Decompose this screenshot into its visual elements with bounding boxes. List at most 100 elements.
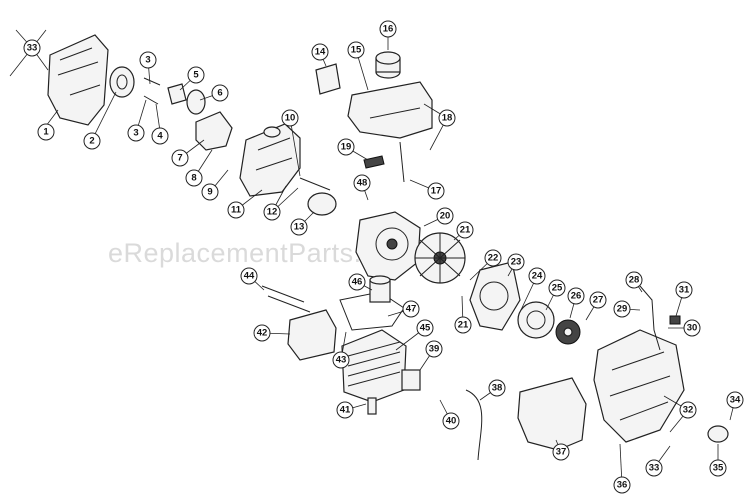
callout-32: 32	[679, 401, 697, 419]
callout-3a-label: 3	[145, 55, 150, 66]
callout-10: 10	[281, 109, 299, 127]
callout-8: 8	[185, 169, 203, 187]
part-fuel-line	[399, 141, 405, 183]
part-engine-shroud	[593, 329, 685, 443]
callout-33b-label: 33	[649, 463, 660, 474]
callout-38: 38	[488, 379, 506, 397]
callout-1: 1	[37, 123, 55, 141]
callout-35-label: 35	[713, 463, 724, 474]
callout-34: 34	[726, 391, 744, 409]
callout-17: 17	[427, 182, 445, 200]
callout-22: 22	[484, 249, 502, 267]
callout-45: 45	[416, 319, 434, 337]
part-cylinder	[341, 329, 407, 403]
callout-21b-label: 21	[458, 320, 469, 331]
callout-14-label: 14	[315, 47, 326, 58]
callout-33a: 33	[23, 39, 41, 57]
callout-22-label: 22	[488, 253, 499, 264]
callout-12: 12	[263, 203, 281, 221]
callout-6: 6	[211, 84, 229, 102]
callout-45-label: 45	[420, 323, 431, 334]
part-housing-cover	[47, 34, 109, 126]
callout-26-label: 26	[571, 291, 582, 302]
callout-26: 26	[567, 287, 585, 305]
part-carburetor	[167, 83, 233, 151]
callout-20: 20	[436, 207, 454, 225]
part-35	[707, 425, 729, 443]
callout-21b: 21	[454, 316, 472, 334]
callout-47: 47	[402, 300, 420, 318]
callout-29-label: 29	[617, 304, 628, 315]
callout-18-label: 18	[442, 113, 453, 124]
callout-2-label: 2	[89, 136, 94, 147]
part-rod	[299, 177, 331, 191]
callout-31: 31	[675, 281, 693, 299]
callout-44-label: 44	[244, 271, 255, 282]
callout-2: 2	[83, 132, 101, 150]
part-fuel-cap	[375, 51, 401, 79]
callout-38-label: 38	[492, 383, 503, 394]
callout-43-label: 43	[336, 355, 347, 366]
part-pulley	[517, 301, 555, 339]
callout-30-label: 30	[687, 323, 698, 334]
part-fuel-tank	[347, 81, 433, 139]
callout-24-label: 24	[532, 271, 543, 282]
callout-40-label: 40	[446, 416, 457, 427]
part-starter-rope	[639, 285, 661, 351]
callout-4-label: 4	[157, 131, 163, 142]
callout-23-label: 23	[511, 257, 522, 268]
callout-34-label: 34	[730, 395, 741, 406]
callout-32-label: 32	[683, 405, 694, 416]
callout-33a-label: 33	[27, 43, 38, 54]
callout-36: 36	[613, 476, 631, 494]
callout-13: 13	[290, 218, 308, 236]
callout-1-label: 1	[43, 127, 49, 138]
callout-4: 4	[151, 127, 169, 145]
callout-37-label: 37	[556, 447, 567, 458]
part-bolts	[261, 285, 311, 313]
callout-13-label: 13	[294, 222, 305, 233]
part-piston	[369, 275, 391, 303]
callout-5: 5	[187, 66, 205, 84]
callout-16: 16	[379, 20, 397, 38]
callout-36-label: 36	[617, 480, 628, 491]
callout-21a: 21	[456, 221, 474, 239]
callout-10-label: 10	[285, 113, 296, 124]
part-spark-plug	[367, 397, 377, 415]
callout-19: 19	[337, 138, 355, 156]
callout-15-label: 15	[351, 45, 362, 56]
part-wire	[465, 389, 483, 461]
part-crankcase	[355, 211, 421, 281]
callout-21a-label: 21	[460, 225, 471, 236]
part-lower-cover	[517, 377, 587, 451]
part-19	[363, 155, 385, 169]
callout-8-label: 8	[191, 173, 196, 184]
callout-42: 42	[253, 324, 271, 342]
callout-40: 40	[442, 412, 460, 430]
part-muffler	[287, 309, 337, 361]
part-screws	[143, 77, 161, 105]
callout-39-label: 39	[429, 344, 440, 355]
callout-3b: 3	[127, 124, 145, 142]
callout-48-label: 48	[357, 178, 368, 189]
callout-11-label: 11	[231, 205, 242, 216]
callout-7-label: 7	[177, 153, 182, 164]
callout-28-label: 28	[629, 275, 640, 286]
part-gasket-ring	[307, 192, 337, 216]
callout-15: 15	[347, 41, 365, 59]
callout-41: 41	[336, 401, 354, 419]
callout-44: 44	[240, 267, 258, 285]
callout-9: 9	[201, 183, 219, 201]
callout-43: 43	[332, 351, 350, 369]
callout-41-label: 41	[340, 405, 351, 416]
callout-46: 46	[348, 273, 366, 291]
callout-9-label: 9	[207, 187, 212, 198]
callout-28: 28	[625, 271, 643, 289]
part-washer-ring	[109, 66, 135, 98]
callout-14: 14	[311, 43, 329, 61]
callout-42-label: 42	[257, 328, 268, 339]
callout-47-label: 47	[406, 304, 417, 315]
part-recoil-spring	[555, 319, 581, 345]
